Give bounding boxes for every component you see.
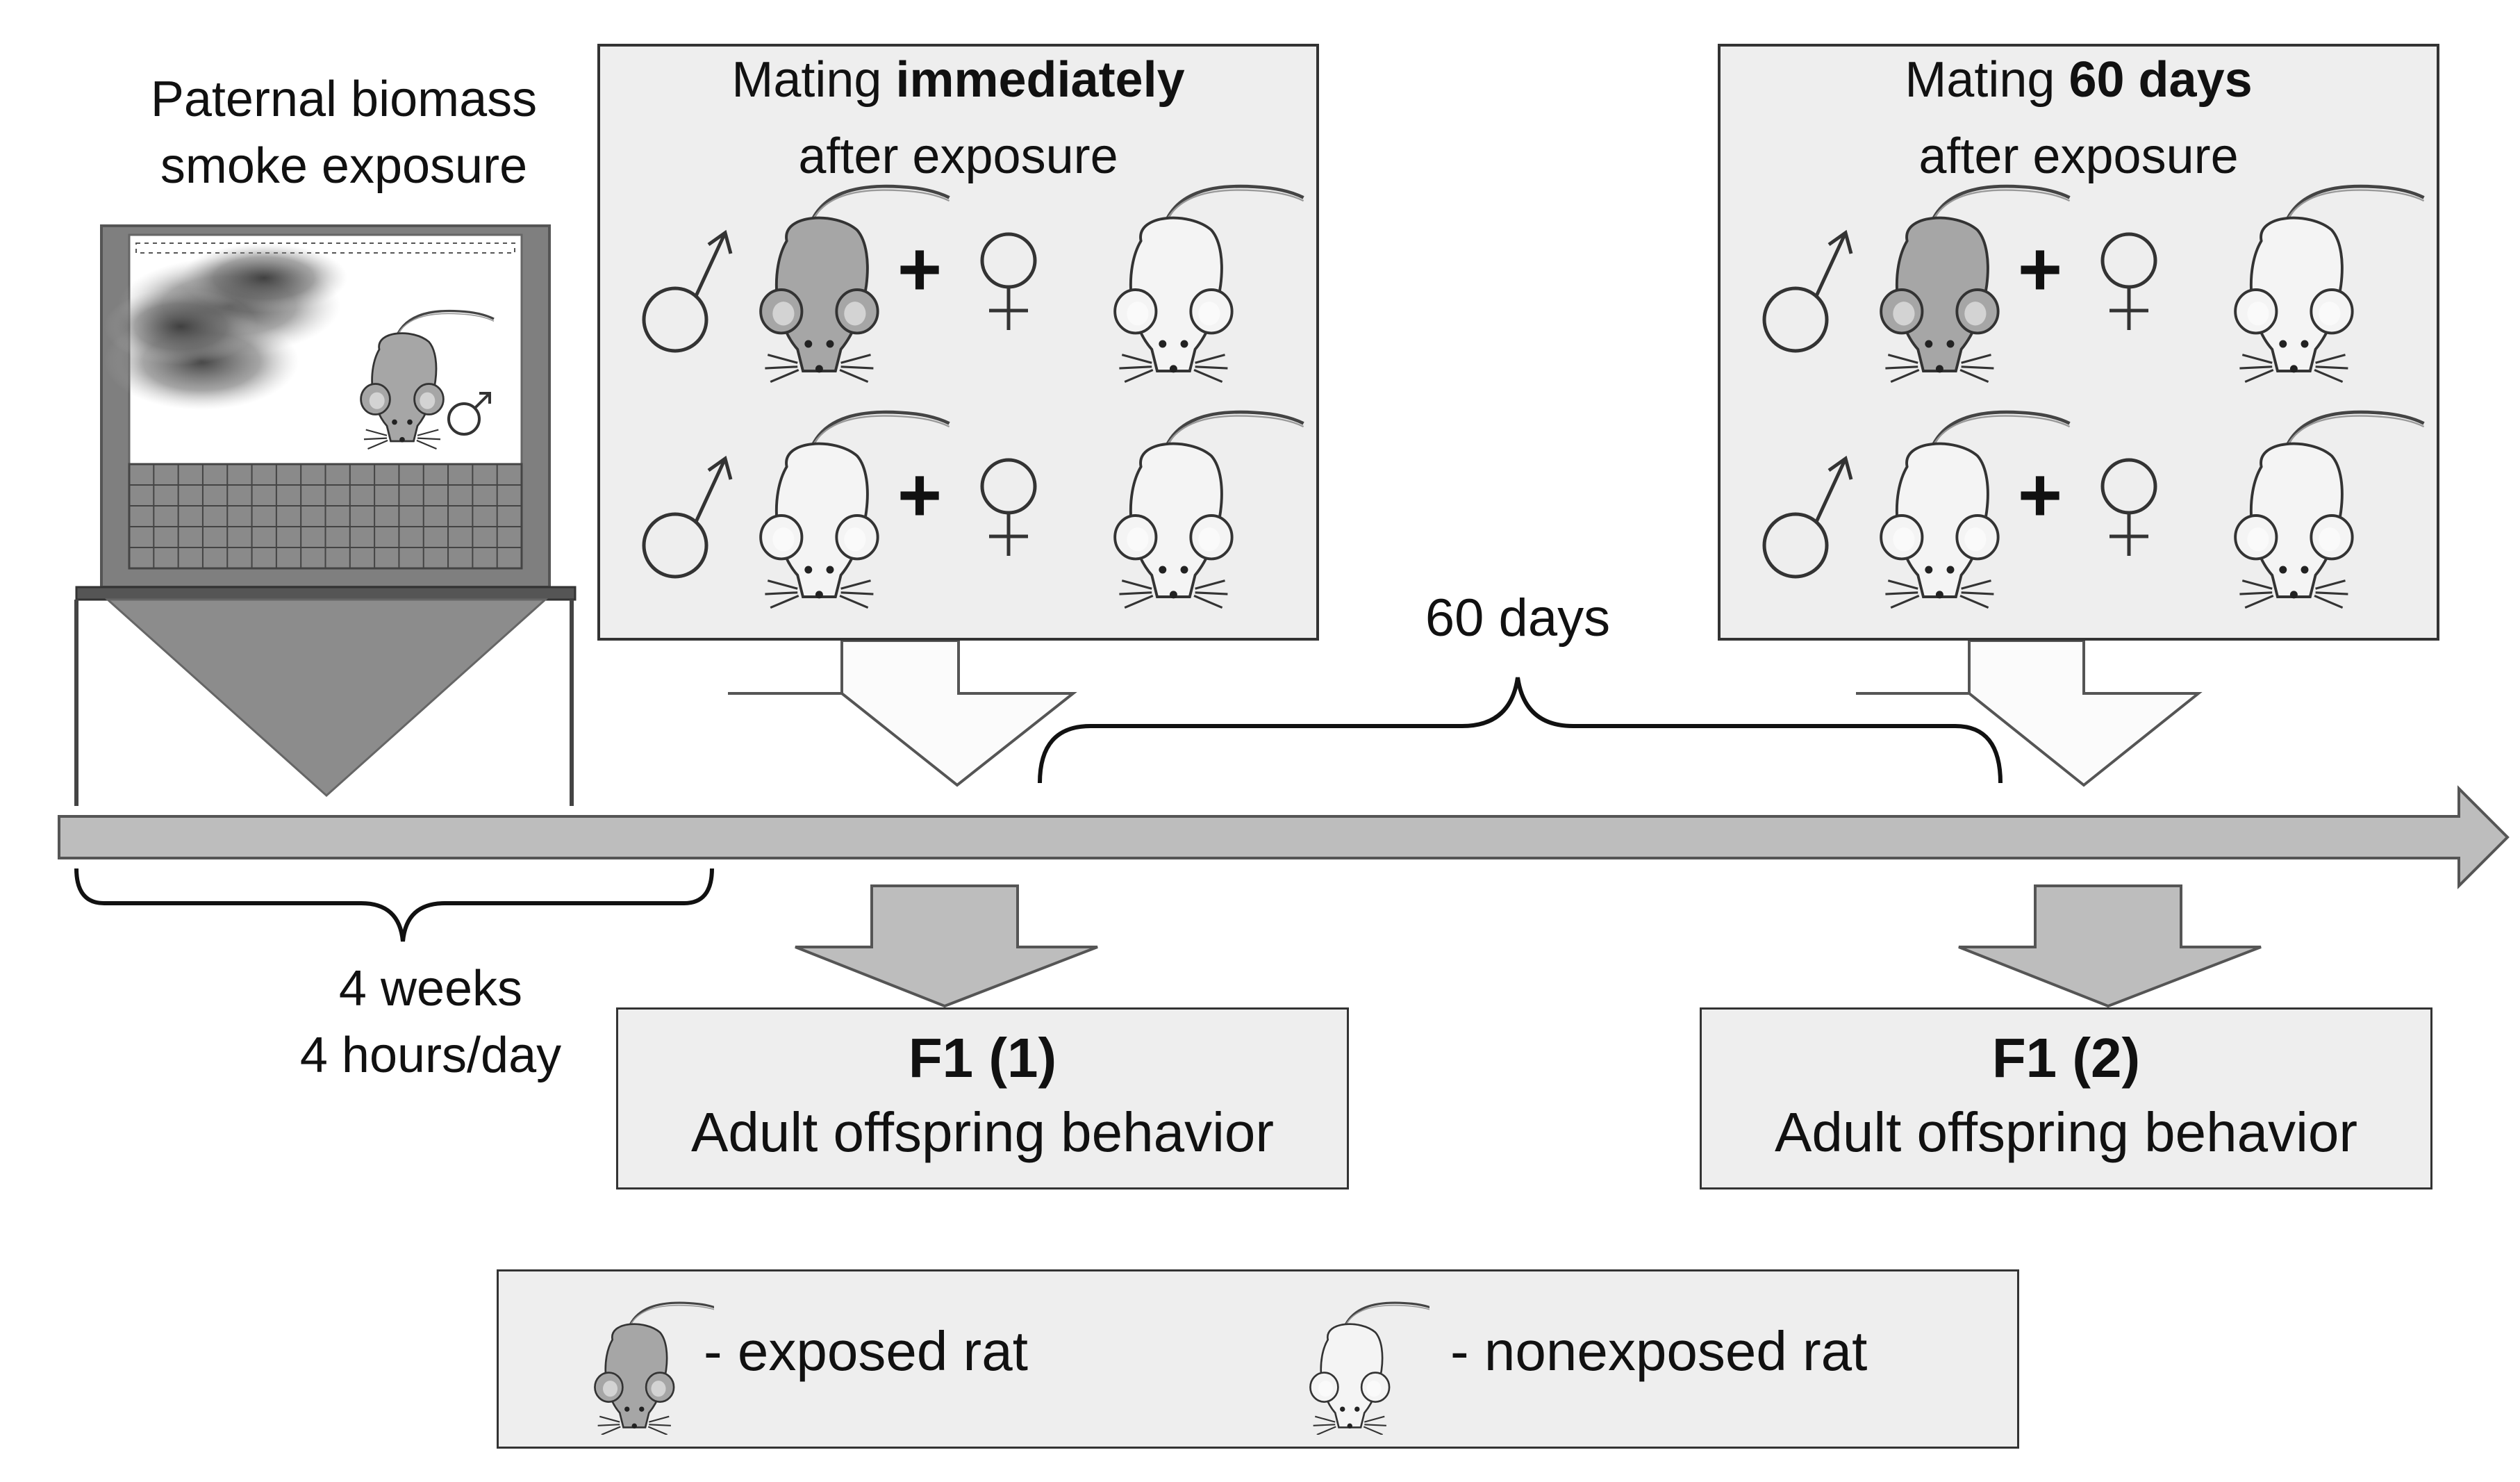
exposure-title: Paternal biomass smoke exposure (104, 66, 583, 199)
mating-immediate-male-symbol-icon-2 (642, 455, 733, 579)
legend-nonexposed-rat-icon (1309, 1301, 1429, 1435)
exposure-title-line1: Paternal biomass (150, 72, 538, 127)
smoke-cloud (104, 243, 347, 410)
timeline-arrow (58, 785, 2510, 889)
offspring-2-title: F1 (2) (1991, 1027, 2141, 1089)
mating-immediate-emphasis: immediately (895, 52, 1185, 108)
legend-exposed-label: - exposed rat (704, 1320, 1028, 1382)
mating-immediate-female-symbol-icon-2 (980, 458, 1037, 556)
arrow-down-mating-1-shape (728, 639, 1077, 787)
mating-60-line2: after exposure (1918, 129, 2239, 184)
mating-immediate-female-symbol-icon-1 (980, 232, 1037, 330)
arrow-down-mating-2-shape (1856, 639, 2203, 787)
mating-60-plus-2: + (2018, 452, 2062, 538)
mating-immediate-plus-1: + (897, 227, 942, 312)
exposure-duration: 4 weeks 4 hours/day (236, 955, 625, 1089)
offspring-1-title: F1 (1) (908, 1027, 1057, 1089)
offspring-1-box: F1 (1) Adult offspring behavior (616, 1007, 1349, 1189)
exposure-duration-line2: 4 hours/day (299, 1028, 562, 1083)
mating-immediate-male-symbol-icon-1 (642, 229, 733, 353)
mating-60-male-symbol-icon-1 (1762, 229, 1853, 353)
offspring-2-subtitle: Adult offspring behavior (1774, 1101, 2358, 1163)
mating-60-heading: Mating 60 days after exposure (1719, 42, 2438, 195)
legend-exposed-rat-icon (593, 1301, 714, 1435)
offspring-1-subtitle: Adult offspring behavior (690, 1101, 1275, 1163)
mating-60-male-symbol-icon-2 (1762, 455, 1853, 579)
mating-immediate-prefix: Mating (731, 52, 882, 108)
mating-immediate-plus-2: + (897, 452, 942, 538)
legend-box: - exposed rat - nonexposed rat (497, 1269, 2019, 1449)
exposure-duration-brace (74, 868, 714, 942)
arrow-down-offspring-2 (1958, 884, 2262, 1008)
mating-60-emphasis: 60 days (2069, 52, 2253, 108)
arrow-down-offspring-1 (795, 884, 1098, 1008)
exposure-title-line2: smoke exposure (160, 138, 528, 194)
exposure-chamber (74, 224, 577, 806)
mating-immediate-heading: Mating immediately after exposure (599, 42, 1318, 195)
mating-immediate-line2: after exposure (798, 129, 1118, 184)
offspring-2-box: F1 (2) Adult offspring behavior (1700, 1007, 2432, 1189)
mating-60-plus-1: + (2018, 227, 2062, 312)
mating-60-prefix: Mating (1905, 52, 2055, 108)
chamber-male-symbol-icon (447, 392, 491, 436)
interval-brace (1038, 677, 2003, 784)
exposure-duration-line1: 4 weeks (338, 961, 523, 1016)
legend-nonexposed-label: - nonexposed rat (1450, 1320, 1868, 1382)
interval-label: 60 days (1425, 588, 1611, 648)
mating-60-female-symbol-icon-1 (2100, 232, 2157, 330)
mating-60-female-symbol-icon-2 (2100, 458, 2157, 556)
